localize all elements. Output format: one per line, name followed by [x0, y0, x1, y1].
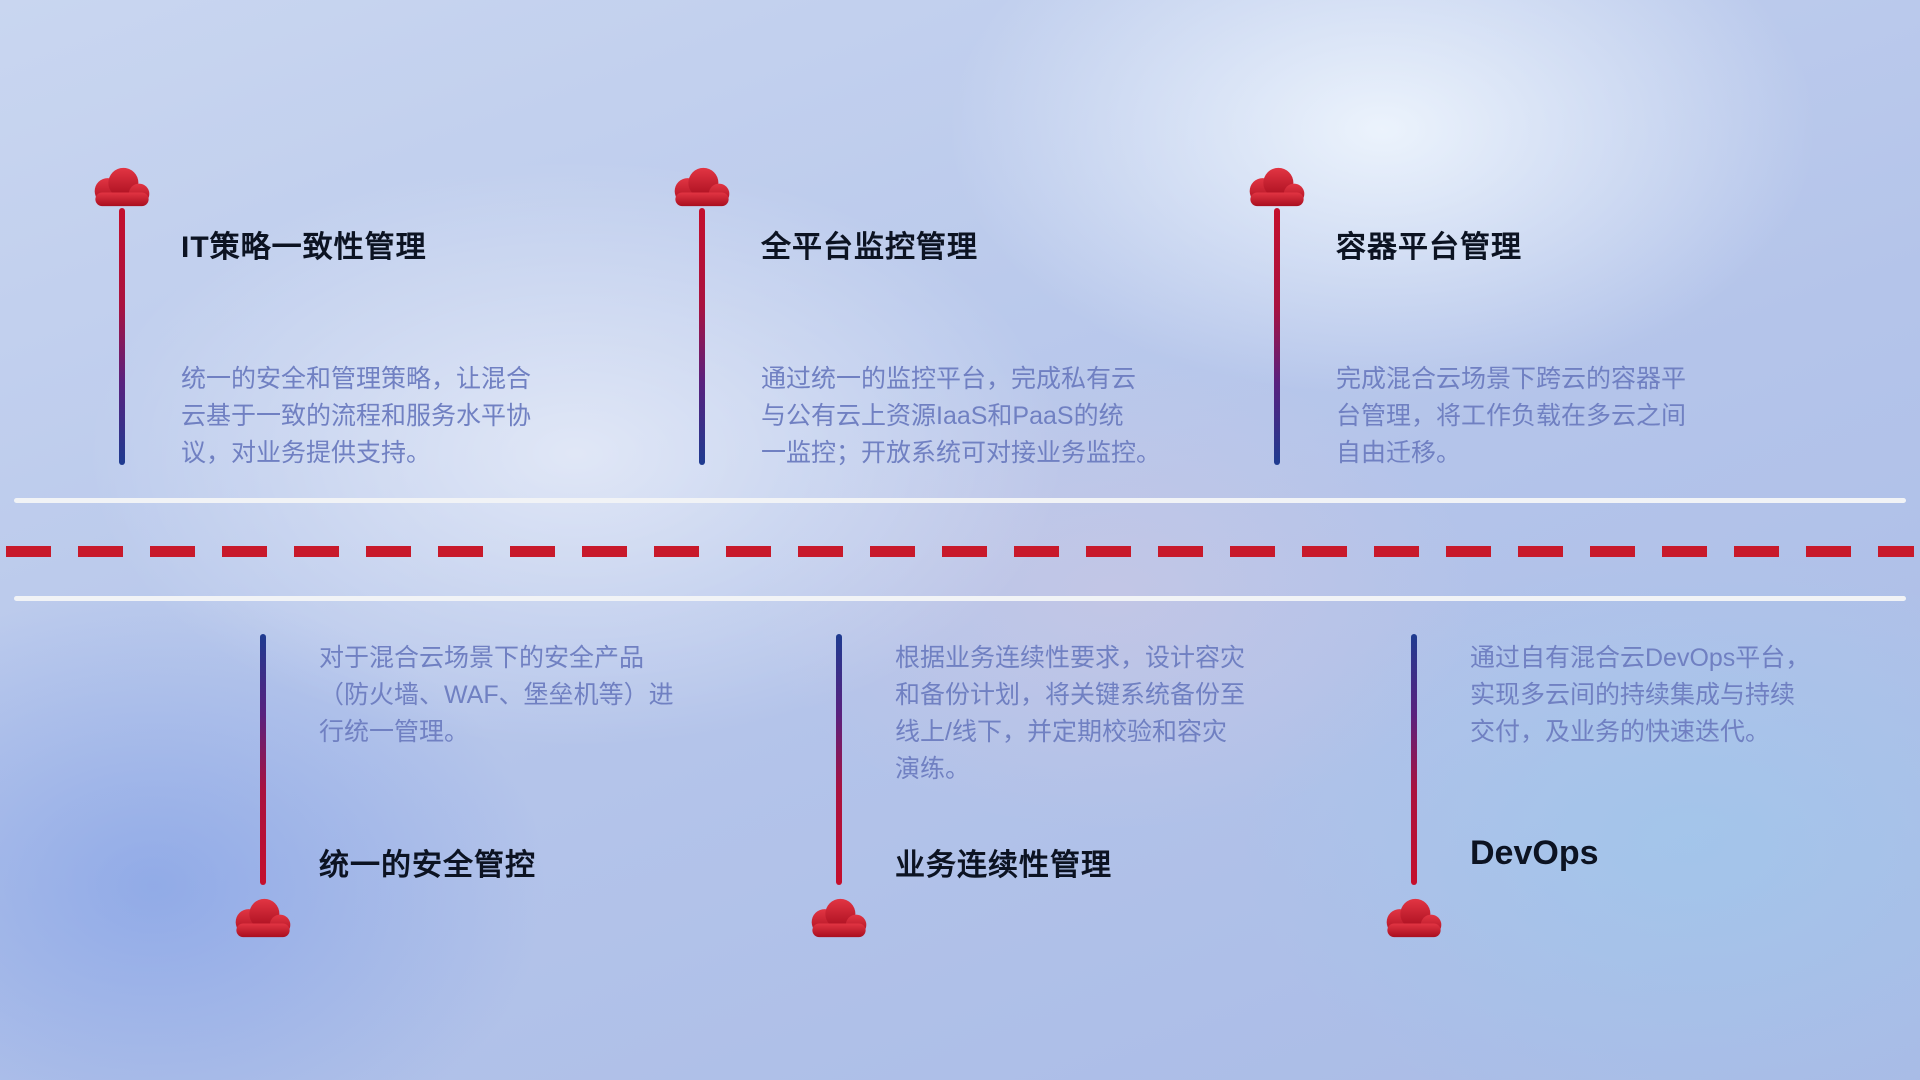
item-title: 统一的安全管控 — [319, 849, 536, 882]
cloud-icon — [811, 898, 867, 938]
item-title: 业务连续性管理 — [895, 849, 1112, 882]
item-description: 根据业务连续性要求，设计容灾 和备份计划，将关键系统备份至 线上/线下，并定期校… — [895, 644, 1246, 783]
cloud-icon — [674, 167, 730, 207]
item-title: IT策略一致性管理 — [181, 231, 427, 264]
timeline-pole — [1411, 634, 1417, 885]
road-line-top — [14, 498, 1906, 503]
timeline-pole — [260, 634, 266, 885]
cloud-icon — [235, 898, 291, 938]
item-description: 通过统一的监控平台，完成私有云 与公有云上资源IaaS和PaaS的统 一监控；开… — [761, 365, 1162, 467]
timeline-pole — [119, 208, 125, 465]
item-description: 通过自有混合云DevOps平台， 实现多云间的持续集成与持续 交付，及业务的快速… — [1470, 644, 1811, 746]
road-line-bottom — [14, 596, 1906, 601]
timeline-pole — [699, 208, 705, 465]
timeline-pole — [1274, 208, 1280, 465]
cloud-icon — [1386, 898, 1442, 938]
road-dashed-centerline — [6, 546, 1914, 557]
item-description: 统一的安全和管理策略，让混合 云基于一致的流程和服务水平协 议，对业务提供支持。 — [181, 365, 532, 467]
item-title: 容器平台管理 — [1336, 231, 1522, 264]
cloud-icon — [1249, 167, 1305, 207]
item-description: 对于混合云场景下的安全产品 （防火墙、WAF、堡垒机等）进 行统一管理。 — [319, 644, 674, 746]
item-description: 完成混合云场景下跨云的容器平 台管理，将工作负载在多云之间 自由迁移。 — [1336, 365, 1687, 467]
cloud-icon — [94, 167, 150, 207]
timeline-pole — [836, 634, 842, 885]
item-title: DevOps — [1470, 834, 1599, 872]
item-title: 全平台监控管理 — [761, 231, 978, 264]
